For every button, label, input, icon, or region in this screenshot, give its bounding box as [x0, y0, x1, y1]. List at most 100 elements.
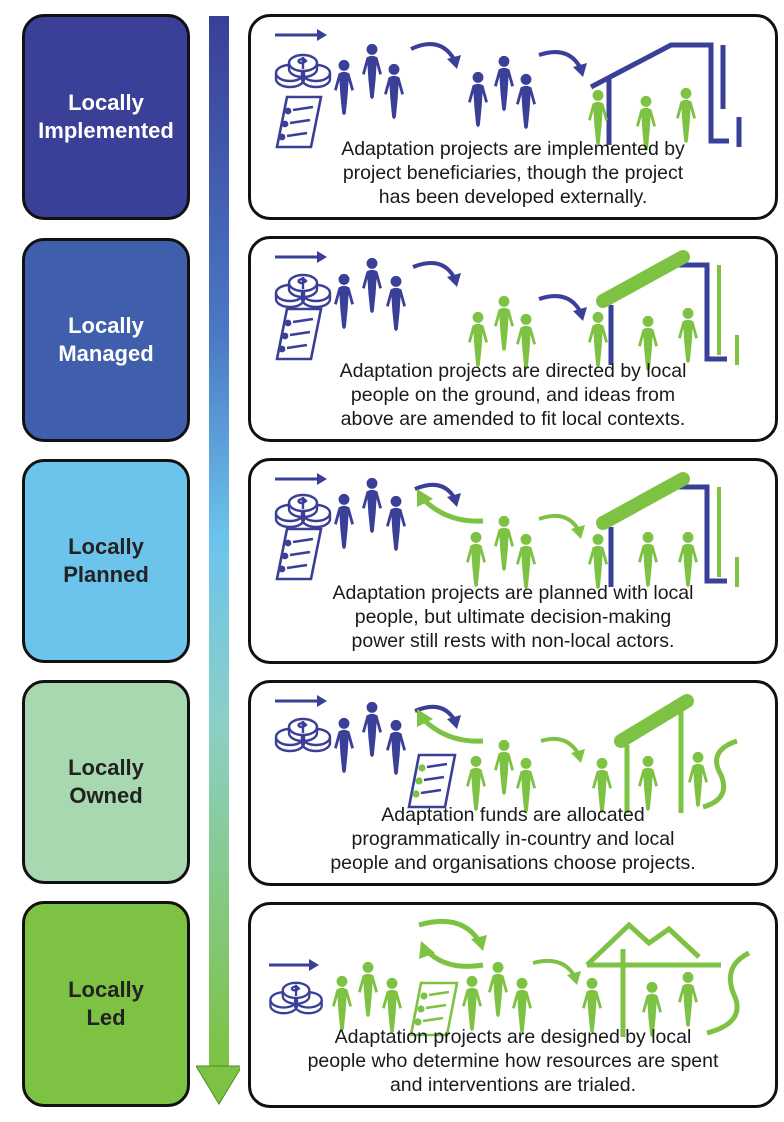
level-label-line1: Locally [68, 534, 144, 559]
curved-arrow-back-icon [421, 497, 484, 524]
description-line: Adaptation projects are designed by loca… [334, 1026, 692, 1048]
level-panel-implemented: Adaptation projects are implemented by p… [248, 14, 778, 220]
level-label-line1: Locally [68, 90, 144, 115]
description-line: people on the ground, and ideas from [350, 384, 676, 406]
cycle-arrow-bottom-icon [425, 949, 484, 969]
level-description: Adaptation funds are allocated programma… [251, 803, 775, 875]
coins-icon [274, 53, 332, 89]
person-icon [676, 87, 696, 144]
level-description: Adaptation projects are implemented by p… [251, 137, 775, 209]
person-icon [468, 71, 488, 128]
checklist-icon [409, 981, 459, 1037]
person-icon [494, 55, 514, 112]
level-label-line2: Owned [69, 783, 143, 808]
cycle-arrow-top-icon [418, 918, 482, 943]
planned-illustration [274, 472, 739, 590]
level-label-line1: Locally [68, 313, 144, 338]
level-label-line2: Planned [63, 562, 149, 587]
arrow-head [196, 1065, 240, 1105]
arrow-right-icon [275, 473, 327, 485]
arrow-right-icon [275, 251, 327, 263]
level-description: Adaptation projects are planned with loc… [251, 581, 775, 653]
person-icon [494, 739, 514, 796]
spectrum-arrow [196, 16, 240, 1105]
person-icon [334, 717, 354, 774]
person-icon [516, 73, 536, 130]
owned-illustration [274, 694, 738, 814]
person-icon [386, 495, 406, 552]
arrow-shaft [209, 16, 229, 1066]
house-structure-icon [596, 250, 739, 365]
level-panel-planned: Adaptation projects are planned with loc… [248, 458, 778, 664]
person-icon [678, 307, 698, 364]
level-label-line2: Implemented [38, 118, 174, 143]
person-icon [362, 701, 382, 758]
level-label-line2: Led [86, 1005, 126, 1030]
level-label-line1: Locally [68, 977, 144, 1002]
house-structure-icon [589, 42, 742, 147]
person-icon [494, 515, 514, 572]
person-icon [488, 961, 508, 1018]
curved-arrow-icon [538, 294, 583, 314]
level-description: Adaptation projects are designed by loca… [251, 1025, 775, 1097]
coins-icon [274, 493, 332, 529]
shelter-structure-icon [614, 694, 738, 813]
coins-icon [274, 273, 332, 309]
level-label-line2: Managed [58, 341, 154, 366]
description-line: Adaptation funds are allocated [381, 804, 645, 826]
level-label-managed: Locally Managed [22, 238, 190, 442]
description-line: Adaptation projects are directed by loca… [339, 360, 687, 382]
person-icon [334, 59, 354, 116]
description-line: people and organisations choose projects… [330, 852, 696, 874]
description-line: project beneficiaries, though the projec… [342, 162, 684, 184]
description-line: and interventions are trialed. [389, 1074, 637, 1096]
managed-illustration [274, 250, 739, 372]
level-label-planned: Locally Planned [22, 459, 190, 663]
description-line: Adaptation projects are planned with loc… [332, 582, 694, 604]
description-line: Adaptation projects are implemented by [341, 138, 685, 160]
person-icon [494, 295, 514, 352]
person-icon [362, 43, 382, 100]
description-line: people, but ultimate decision-making [354, 606, 672, 628]
person-icon [386, 719, 406, 776]
curved-arrow-back-icon [421, 717, 484, 744]
curved-arrow-icon [538, 50, 583, 70]
level-panel-led: Adaptation projects are designed by loca… [248, 902, 778, 1108]
description-line: power still rests with non-local actors. [351, 630, 675, 652]
roof-structure-icon [585, 921, 751, 1037]
level-label-led: Locally Led [22, 901, 190, 1107]
person-icon [334, 493, 354, 550]
person-icon [462, 975, 482, 1032]
coins-icon [274, 717, 332, 753]
level-label-owned: Locally Owned [22, 680, 190, 884]
level-panel-owned: Adaptation funds are allocated programma… [248, 680, 778, 886]
person-icon [358, 961, 378, 1018]
led-illustration [269, 918, 751, 1038]
person-icon [678, 971, 698, 1028]
person-icon [638, 531, 658, 588]
implemented-illustration [274, 29, 742, 152]
arrow-right-icon [275, 695, 327, 707]
level-panel-managed: Adaptation projects are directed by loca… [248, 236, 778, 442]
curved-arrow-icon [410, 42, 457, 63]
coins-icon [269, 981, 323, 1015]
person-icon [678, 531, 698, 588]
person-icon [688, 751, 708, 808]
description-line: has been developed externally. [378, 186, 648, 208]
person-icon [362, 477, 382, 534]
level-label-line1: Locally [68, 755, 144, 780]
level-label-implemented: Locally Implemented [22, 14, 190, 220]
arrow-right-icon [269, 959, 319, 971]
house-structure-icon [596, 472, 739, 587]
checklist-icon [407, 753, 457, 809]
arrow-right-icon [275, 29, 327, 41]
checklist-icon [275, 307, 323, 361]
person-icon [466, 531, 486, 588]
person-icon [384, 63, 404, 120]
person-icon [362, 257, 382, 314]
description-line: programmatically in-country and local [351, 828, 675, 850]
person-icon [332, 975, 352, 1032]
person-icon [386, 275, 406, 332]
level-description: Adaptation projects are directed by loca… [251, 359, 775, 431]
checklist-icon [275, 527, 323, 581]
